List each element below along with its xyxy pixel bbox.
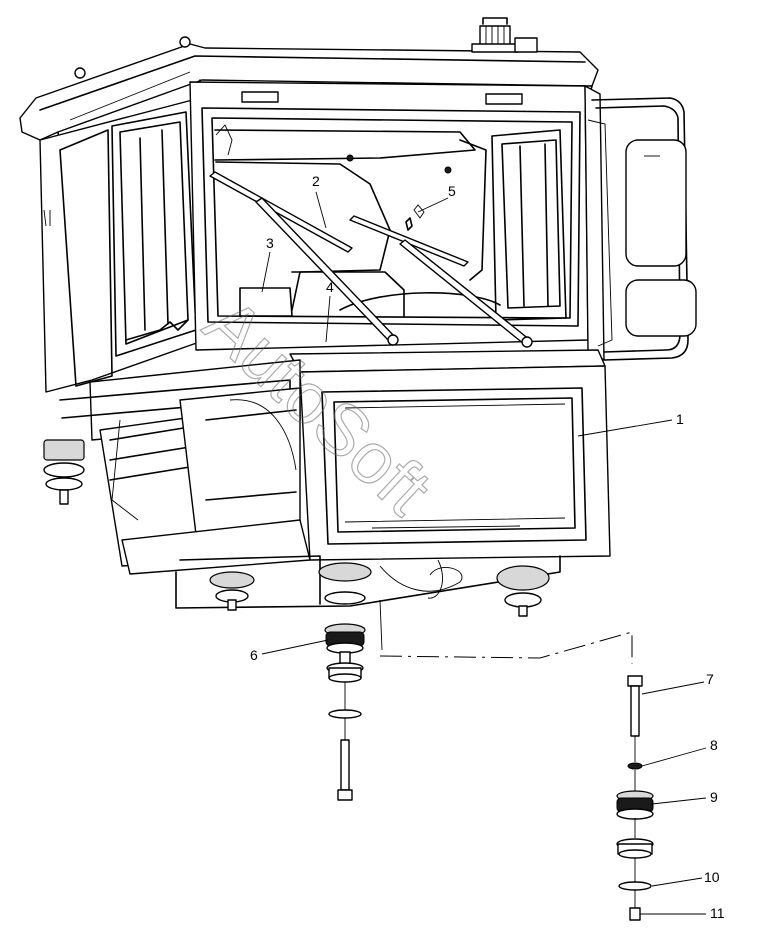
left-rear-mirror xyxy=(625,139,687,267)
mount-stack-right xyxy=(616,675,654,921)
callout-labels: 1 2 3 4 5 6 7 8 9 10 11 xyxy=(250,173,725,921)
callout-11: 11 xyxy=(710,905,725,921)
callout-2: 2 xyxy=(312,173,320,189)
cab-base-frame xyxy=(59,359,561,609)
roof-beacon xyxy=(471,17,538,53)
callout-leaders xyxy=(261,191,707,915)
cab-mount-rear-left xyxy=(209,571,255,611)
callout-7: 7 xyxy=(706,671,714,687)
callout-1: 1 xyxy=(676,411,684,427)
mount-stack-center xyxy=(324,599,383,801)
cab-left-side xyxy=(39,97,206,393)
cab-mount-rear-center xyxy=(318,562,372,605)
wire-harness xyxy=(379,559,463,599)
callout-8: 8 xyxy=(710,737,718,753)
cab-mount-front-left xyxy=(43,439,85,505)
washer-nozzle xyxy=(405,204,425,231)
callout-5: 5 xyxy=(448,183,456,199)
right-rear-mirror xyxy=(625,279,697,337)
callout-9: 9 xyxy=(710,789,718,805)
cab-mount-front-right xyxy=(496,565,550,617)
callout-3: 3 xyxy=(266,235,274,251)
callout-4: 4 xyxy=(326,279,334,295)
windshield-wipers xyxy=(209,171,533,348)
callout-10: 10 xyxy=(704,869,720,885)
front-lower-panel xyxy=(289,349,611,561)
cab-interior xyxy=(214,124,567,321)
alignment-line xyxy=(379,631,633,664)
callout-6: 6 xyxy=(250,647,258,663)
